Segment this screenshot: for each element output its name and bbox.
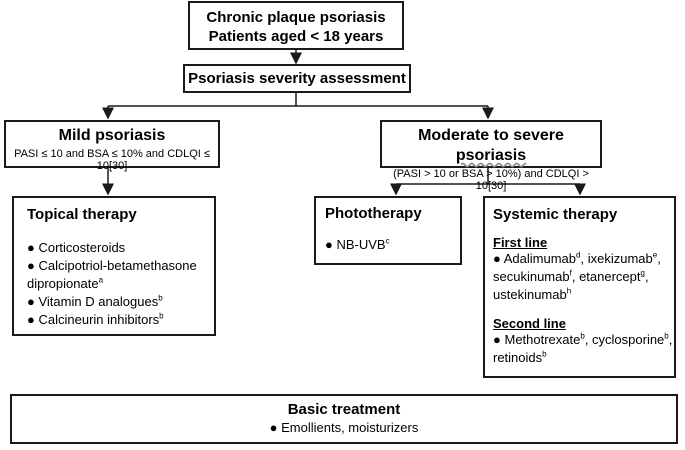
basic-treatment-item: ● Emollients, moisturizers — [269, 420, 419, 435]
mild-box: Mild psoriasis PASI ≤ 10 and BSA ≤ 10% a… — [4, 120, 220, 172]
moderate-box: Moderate to severe psoriasis (PASI > 10 … — [380, 120, 602, 192]
second-line-label: Second line — [493, 316, 566, 331]
basic-treatment-title: Basic treatment — [287, 401, 401, 418]
first-line-item: ustekinumabh — [493, 286, 572, 302]
systemic-title: Systemic therapy — [493, 206, 618, 223]
moderate-title-prefix: Moderate to severe — [418, 127, 564, 144]
basic-treatment-box: Basic treatment ● Emollients, moisturize… — [10, 394, 678, 444]
first-line-label: First line — [493, 235, 548, 250]
topical-item: ● Calcineurin inhibitorsb — [27, 311, 164, 327]
phototherapy-box: Phototherapy ● NB-UVBc — [314, 196, 462, 265]
patient-age: Patients aged < 18 years — [208, 28, 384, 45]
mild-title: Mild psoriasis — [58, 127, 166, 144]
topical-box: Topical therapy ● Corticosteroids ● Calc… — [12, 196, 216, 336]
second-line-item: retinoidsb — [493, 349, 547, 365]
systemic-box: Systemic therapy First line ● Adalimumab… — [483, 196, 676, 378]
assessment-box: Psoriasis severity assessment — [183, 64, 411, 93]
topical-item: dipropionatea — [27, 275, 104, 291]
first-line-item: secukinumabf, etanerceptg, — [493, 268, 649, 284]
phototherapy-item: ● NB-UVBc — [325, 236, 390, 252]
topical-item: ● Corticosteroids — [27, 240, 126, 255]
moderate-title: Moderate to severe psoriasis — [382, 126, 600, 166]
mild-criteria: PASI ≤ 10 and BSA ≤ 10% and CDLQI ≤ 10[3… — [14, 148, 210, 172]
phototherapy-title: Phototherapy — [325, 205, 422, 222]
topical-item: ● Vitamin D analoguesb — [27, 293, 163, 309]
condition-title: Chronic plaque psoriasis — [206, 9, 386, 26]
topical-item: ● Calcipotriol-betamethasone — [27, 258, 197, 273]
top-box: Chronic plaque psoriasis Patients aged <… — [188, 1, 404, 50]
first-line-item: ● Adalimumabd, ixekizumabe, — [493, 250, 661, 266]
topical-title: Topical therapy — [27, 206, 137, 223]
moderate-criteria: (PASI > 10 or BSA > 10%) and CDLQI > 10[… — [393, 168, 589, 192]
assessment-label: Psoriasis severity assessment — [188, 70, 406, 87]
second-line-item: ● Methotrexateb, cyclosporineb, — [493, 331, 673, 347]
moderate-title-wavy: psoriasis — [455, 147, 527, 164]
